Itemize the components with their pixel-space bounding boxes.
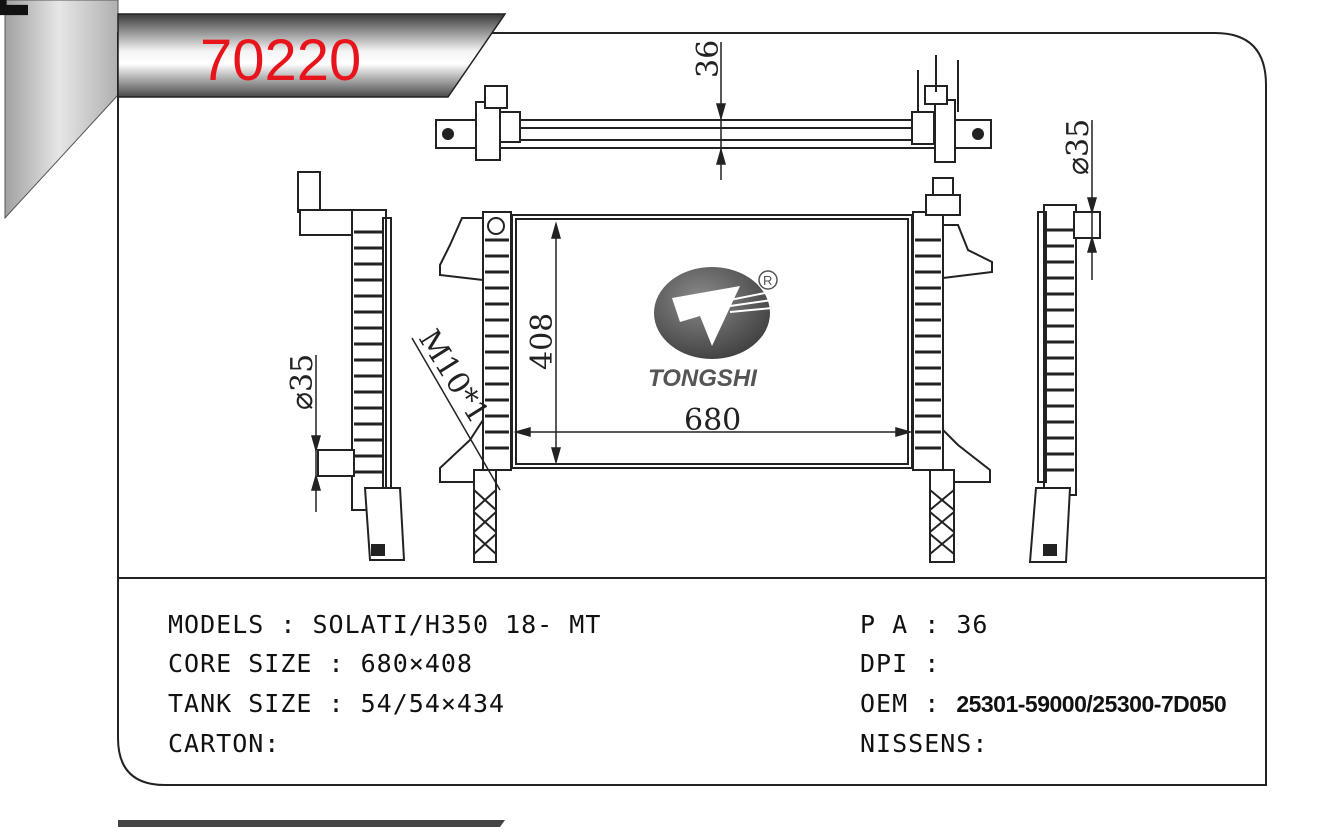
part-number: 70220: [200, 28, 361, 93]
dimension-core-width-label: 680: [684, 403, 741, 438]
spec-core-value: 680×408: [360, 649, 473, 678]
dimension-core: [411, 221, 913, 491]
spec-nissens: NISSENS:: [860, 729, 988, 758]
brand-tab: HY: [0, 0, 119, 220]
spec-carton-label: CARTON:: [168, 729, 281, 758]
right-side-view: [1028, 204, 1101, 563]
spec-dpi: DPI :: [860, 649, 957, 678]
spec-pa: P A : 36: [860, 610, 989, 639]
dimension-left-pipe-label: ⌀35: [285, 354, 320, 410]
spec-core-size: CORE SIZE : 680×408: [168, 649, 473, 678]
top-view: [435, 55, 992, 163]
spec-oem-value: 25301-59000/25300-7D050: [956, 691, 1227, 717]
logo-wordmark: TONGSHI: [648, 365, 758, 392]
spec-models-value: SOLATI/H350 18- MT: [312, 610, 602, 639]
spec-oem-label: OEM: [860, 689, 909, 718]
spec-pa-label: P A: [860, 610, 909, 639]
spec-pa-value: 36: [956, 610, 989, 639]
right-side-ribs: [1046, 228, 1074, 472]
spec-dpi-label: DPI: [860, 649, 909, 678]
left-side-ribs: [354, 230, 384, 474]
spec-carton: CARTON:: [168, 729, 280, 758]
spec-core-label: CORE SIZE: [168, 649, 313, 678]
registered-mark: R: [763, 273, 772, 288]
spec-models: MODELS : SOLATI/H350 18- MT: [168, 610, 602, 639]
spec-tank-size: TANK SIZE : 54/54×434: [168, 689, 506, 718]
brand-tab-text: HY: [0, 0, 44, 20]
spec-tank-value: 54/54×434: [360, 689, 506, 718]
spec-oem: OEM : 25301-59000/25300-7D050: [860, 689, 1227, 718]
left-side-view: [297, 171, 406, 561]
tank-ribs: [485, 238, 941, 450]
spec-nissens-label: NISSENS:: [860, 729, 989, 758]
title-banner: 70220: [117, 13, 507, 98]
outer-frame: [117, 32, 1267, 786]
dimension-top-height-label: 36: [691, 40, 726, 78]
dimension-right-pipe: [1087, 120, 1097, 280]
tongshi-logo: R TONGSHI: [648, 267, 778, 392]
spec-models-label: MODELS: [168, 610, 265, 639]
dimension-right-pipe-label: ⌀35: [1061, 119, 1096, 175]
dimension-core-height-label: 408: [525, 313, 560, 370]
dimension-left-pipe: [311, 355, 321, 512]
next-banner: [118, 820, 505, 827]
dimension-top-height: [716, 42, 726, 180]
spec-tank-label: TANK SIZE: [168, 689, 313, 718]
